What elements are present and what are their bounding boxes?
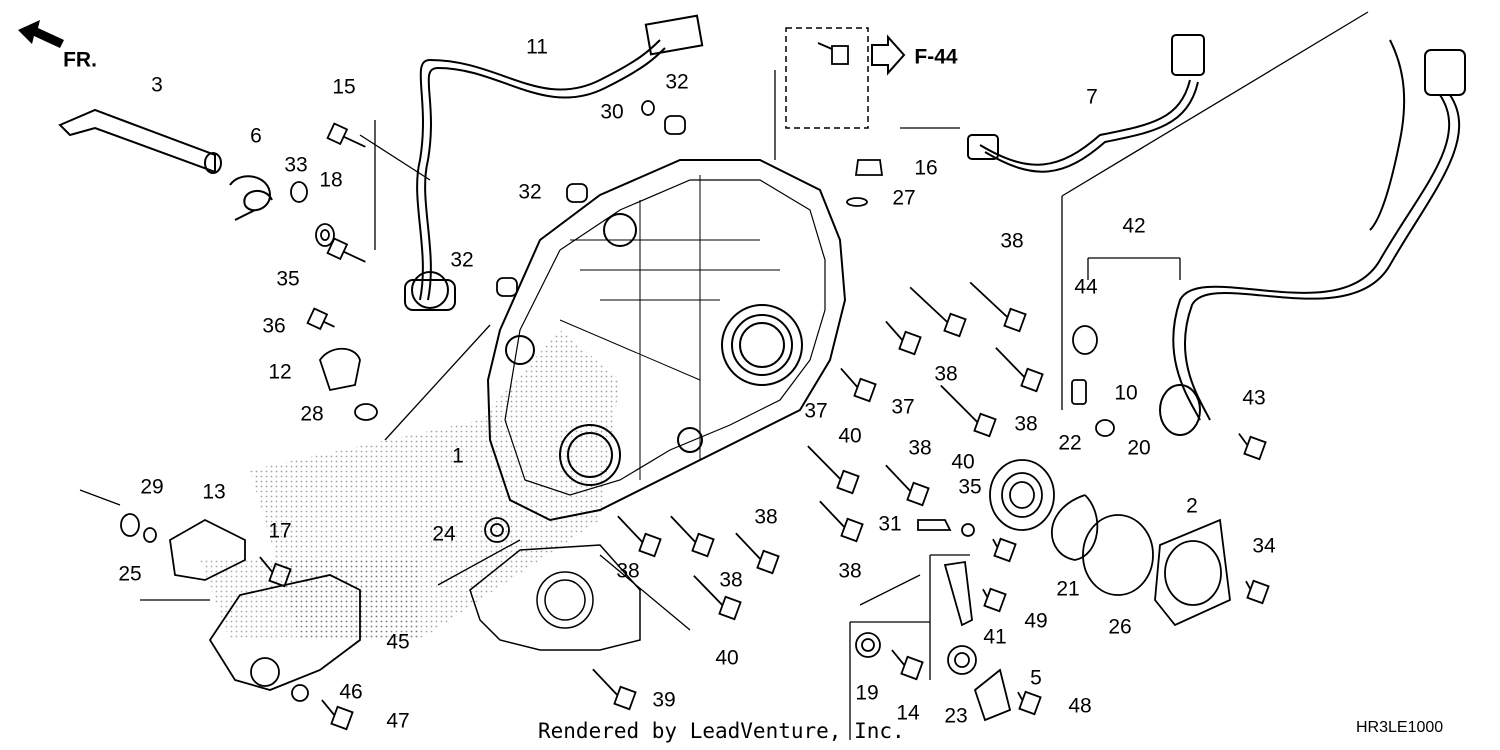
callout-34[interactable]: 34	[1252, 534, 1276, 558]
bracket-41	[943, 560, 973, 627]
callout-1[interactable]: 1	[452, 444, 464, 468]
callout-16[interactable]: 16	[914, 156, 938, 180]
wire-harness-42	[1159, 39, 1466, 436]
callout-32a[interactable]: 32	[665, 70, 689, 94]
callout-19[interactable]: 19	[855, 681, 879, 705]
rings-and-washers	[120, 100, 1231, 702]
front-indicator: FR.	[63, 48, 97, 72]
callout-30[interactable]: 30	[600, 100, 624, 124]
callout-28[interactable]: 28	[300, 402, 324, 426]
callout-25[interactable]: 25	[118, 562, 142, 586]
reference-arrow-icon	[871, 34, 906, 76]
callout-35a[interactable]: 35	[276, 267, 300, 291]
callout-20[interactable]: 20	[1127, 436, 1151, 460]
callout-37a[interactable]: 37	[804, 399, 828, 423]
callout-10[interactable]: 10	[1114, 381, 1138, 405]
callout-12[interactable]: 12	[268, 360, 292, 384]
callout-39[interactable]: 39	[652, 688, 676, 712]
callout-43[interactable]: 43	[1242, 386, 1266, 410]
callout-26[interactable]: 26	[1108, 615, 1132, 639]
callout-48[interactable]: 48	[1068, 694, 1092, 718]
callout-24[interactable]: 24	[432, 522, 456, 546]
callout-29[interactable]: 29	[140, 475, 164, 499]
callout-40b[interactable]: 40	[951, 450, 975, 474]
callout-44[interactable]: 44	[1074, 275, 1098, 299]
callout-49[interactable]: 49	[1024, 609, 1048, 633]
callout-22[interactable]: 22	[1058, 431, 1082, 455]
callout-17[interactable]: 17	[268, 519, 292, 543]
leader-lines	[79, 11, 1369, 740]
callout-47[interactable]: 47	[386, 709, 410, 733]
callout-23[interactable]: 23	[944, 704, 968, 728]
callout-5[interactable]: 5	[1030, 666, 1042, 690]
callout-38g[interactable]: 38	[719, 568, 743, 592]
callout-11[interactable]: 11	[526, 35, 548, 59]
callout-38h[interactable]: 38	[838, 559, 862, 583]
lower-cover-fragment	[469, 544, 641, 651]
callout-38c[interactable]: 38	[1014, 412, 1038, 436]
pin-31	[917, 519, 975, 537]
callout-21[interactable]: 21	[1056, 577, 1080, 601]
callout-38a[interactable]: 38	[1000, 229, 1024, 253]
return-spring	[229, 175, 273, 221]
callout-41[interactable]: 41	[983, 625, 1007, 649]
reference-box	[785, 27, 869, 129]
callout-42[interactable]: 42	[1122, 214, 1146, 238]
bracket-5	[973, 668, 1012, 722]
callout-36[interactable]: 36	[262, 314, 286, 338]
wire-harness-11	[404, 14, 704, 311]
callout-3[interactable]: 3	[151, 73, 163, 97]
crankcase-cover	[486, 159, 847, 522]
diagram-code: HR3LE1000	[1356, 719, 1444, 736]
callout-45[interactable]: 45	[386, 630, 410, 654]
callout-7[interactable]: 7	[1086, 85, 1098, 109]
sensor-12	[319, 347, 361, 392]
callout-27[interactable]: 27	[892, 186, 916, 210]
callout-40a[interactable]: 40	[838, 424, 862, 448]
callout-32b[interactable]: 32	[518, 180, 542, 204]
callout-37b[interactable]: 37	[891, 395, 915, 419]
callout-6[interactable]: 6	[250, 124, 262, 148]
callout-35b[interactable]: 35	[958, 475, 982, 499]
callout-40c[interactable]: 40	[715, 646, 739, 670]
callout-38f[interactable]: 38	[616, 559, 640, 583]
callout-15[interactable]: 15	[332, 75, 356, 99]
shading-area-lower	[200, 560, 420, 640]
bolts	[259, 42, 1270, 731]
sensor-13	[169, 518, 246, 581]
reference-callout[interactable]: F-44	[914, 45, 958, 69]
callout-38b[interactable]: 38	[934, 362, 958, 386]
callout-38e[interactable]: 38	[754, 505, 778, 529]
wire-harness-7	[967, 34, 1205, 173]
cover-45	[208, 574, 361, 691]
callout-18[interactable]: 18	[319, 168, 343, 192]
callout-13[interactable]: 13	[202, 480, 226, 504]
callout-31[interactable]: 31	[878, 512, 902, 536]
sensor-10	[1071, 379, 1087, 405]
front-arrow-icon	[18, 20, 64, 48]
callout-33[interactable]: 33	[284, 153, 308, 177]
callout-14[interactable]: 14	[896, 701, 920, 725]
callout-38d[interactable]: 38	[908, 436, 932, 460]
callout-46[interactable]: 46	[339, 680, 363, 704]
callout-2[interactable]: 2	[1186, 494, 1198, 518]
shift-spindle	[58, 108, 222, 174]
footer-credit: Rendered by LeadVenture, Inc.	[538, 719, 905, 743]
callout-32c[interactable]: 32	[450, 248, 474, 272]
